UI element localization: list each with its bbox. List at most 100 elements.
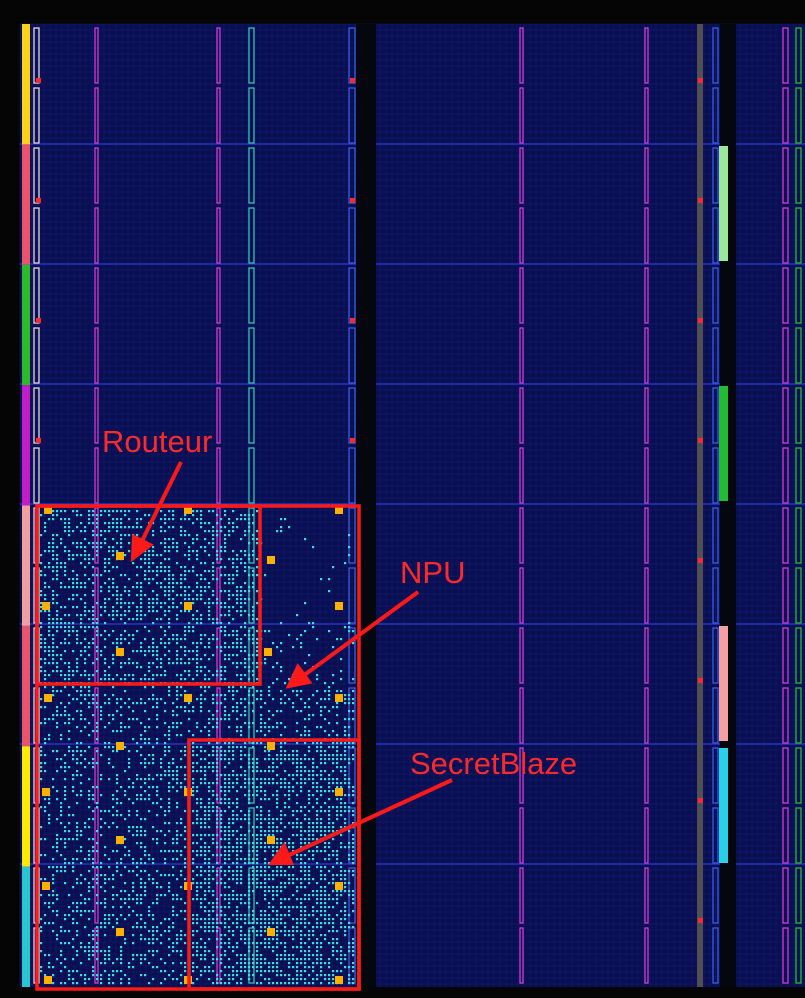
logic-cell <box>112 586 115 589</box>
logic-cell <box>52 718 55 721</box>
logic-cell <box>276 726 279 729</box>
logic-cell <box>236 570 239 573</box>
logic-cell <box>300 834 303 837</box>
logic-cell <box>340 874 343 877</box>
logic-cell <box>140 962 143 965</box>
logic-cell <box>92 590 95 593</box>
logic-cell <box>292 846 295 849</box>
logic-cell <box>76 758 79 761</box>
logic-cell <box>268 874 271 877</box>
logic-cell <box>300 906 303 909</box>
logic-cell <box>168 770 171 773</box>
logic-cell <box>252 770 255 773</box>
logic-cell <box>248 518 251 521</box>
logic-cell <box>296 694 299 697</box>
logic-cell <box>228 866 231 869</box>
logic-cell <box>224 966 227 969</box>
logic-cell <box>64 918 67 921</box>
logic-cell <box>184 646 187 649</box>
logic-cell <box>316 922 319 925</box>
logic-cell <box>280 970 283 973</box>
logic-cell <box>64 830 67 833</box>
resource-column-segment <box>94 327 99 384</box>
logic-cell <box>336 714 339 717</box>
logic-cell <box>220 922 223 925</box>
logic-cell <box>76 582 79 585</box>
logic-cell <box>260 798 263 801</box>
logic-cell <box>136 566 139 569</box>
logic-cell <box>132 634 135 637</box>
right-gray-column <box>697 24 703 987</box>
logic-cell <box>284 930 287 933</box>
logic-cell <box>152 590 155 593</box>
logic-cell <box>352 910 355 913</box>
logic-cell <box>276 830 279 833</box>
logic-cell <box>308 822 311 825</box>
logic-cell <box>268 710 271 713</box>
resource-column-segment <box>519 687 524 744</box>
logic-cell <box>264 946 267 949</box>
logic-cell <box>208 586 211 589</box>
logic-cell <box>300 758 303 761</box>
logic-cell <box>136 510 139 513</box>
logic-cell <box>136 702 139 705</box>
logic-cell <box>228 714 231 717</box>
logic-cell <box>220 670 223 673</box>
logic-cell <box>140 586 143 589</box>
logic-cell <box>60 814 63 817</box>
logic-cell <box>168 586 171 589</box>
logic-cell <box>336 746 339 749</box>
logic-cell <box>196 650 199 653</box>
logic-cell <box>252 974 255 977</box>
logic-cell <box>276 958 279 961</box>
logic-cell <box>172 710 175 713</box>
logic-cell <box>328 630 331 633</box>
logic-cell <box>284 794 287 797</box>
logic-cell <box>248 962 251 965</box>
logic-cell <box>180 874 183 877</box>
logic-cell <box>200 634 203 637</box>
logic-cell <box>212 594 215 597</box>
logic-cell <box>152 882 155 885</box>
logic-cell <box>336 702 339 705</box>
logic-cell <box>320 806 323 809</box>
logic-cell <box>52 646 55 649</box>
logic-cell <box>140 610 143 613</box>
logic-cell <box>240 838 243 841</box>
logic-cell <box>52 922 55 925</box>
logic-cell <box>40 638 43 641</box>
logic-cell <box>208 734 211 737</box>
logic-cell <box>276 806 279 809</box>
logic-cell <box>260 714 263 717</box>
logic-cell <box>80 942 83 945</box>
logic-cell <box>108 634 111 637</box>
logic-cell <box>56 646 59 649</box>
logic-cell <box>284 750 287 753</box>
logic-cell <box>348 758 351 761</box>
logic-cell <box>124 790 127 793</box>
logic-cell <box>308 982 311 985</box>
logic-cell <box>244 662 247 665</box>
logic-cell <box>88 678 91 681</box>
logic-cell <box>208 642 211 645</box>
logic-cell <box>292 762 295 765</box>
logic-cell <box>348 546 351 549</box>
logic-cell <box>332 770 335 773</box>
logic-cell <box>100 754 103 757</box>
logic-cell <box>316 750 319 753</box>
logic-cell <box>116 530 119 533</box>
logic-cell <box>352 810 355 813</box>
logic-cell <box>40 594 43 597</box>
logic-cell <box>128 870 131 873</box>
logic-cell <box>164 590 167 593</box>
logic-cell <box>296 958 299 961</box>
logic-cell <box>80 762 83 765</box>
logic-cell <box>288 962 291 965</box>
logic-cell <box>260 882 263 885</box>
logic-cell <box>232 578 235 581</box>
logic-cell <box>208 686 211 689</box>
logic-cell <box>108 950 111 953</box>
right-tile <box>719 748 728 863</box>
logic-cell <box>96 730 99 733</box>
logic-cell <box>144 574 147 577</box>
